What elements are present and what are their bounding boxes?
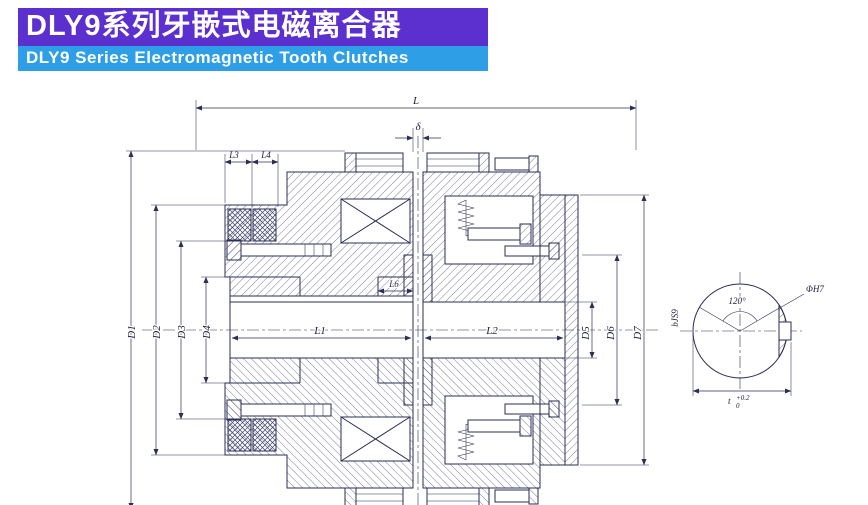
dim-label-D6: D6 (605, 326, 617, 341)
dim-label-D4: D4 (201, 325, 213, 340)
detail-angle-label: 120° (728, 296, 746, 306)
dim-label-delta: δ (415, 121, 421, 133)
page-subtitle: DLY9 Series Electromagnetic Tooth Clutch… (18, 46, 488, 71)
dim-label-D3: D3 (176, 325, 188, 340)
detail-tol-upper: +0.2 (736, 394, 750, 402)
detail-bore-fit-label: ΦH7 (806, 284, 824, 294)
dim-label-D1: D1 (126, 325, 138, 339)
dimension-L: L (195, 94, 637, 150)
detail-tol-lower: 0 (736, 402, 740, 410)
dim-label-L1: L1 (313, 325, 326, 337)
centerlines (142, 136, 660, 505)
clutch-upper-half (224, 152, 566, 303)
dimension-L3-L4: L3 L4 (224, 149, 279, 207)
header: DLY9系列牙嵌式电磁离合器 DLY9 Series Electromagnet… (18, 8, 488, 71)
left-diameter-dimensions: D1 D2 D3 D4 (125, 150, 345, 505)
dimension-L2: L2 (424, 324, 564, 341)
dim-label-D2: D2 (151, 325, 163, 340)
shaft-bore (229, 295, 566, 359)
dim-label-L6: L6 (388, 279, 399, 289)
page-title: DLY9系列牙嵌式电磁离合器 (18, 8, 488, 46)
keyway-detail-view: 120° ΦH7 bJS9 t +0.2 0 (669, 272, 825, 410)
dim-label-L4: L4 (260, 150, 271, 160)
dim-label-L3: L3 (228, 150, 239, 160)
dimension-air-gap: δ (395, 120, 441, 152)
dimension-L6: L6 (377, 278, 414, 294)
dim-label-L: L (412, 95, 419, 107)
dim-label-D7: D7 (632, 326, 644, 341)
detail-key-width-label: bJS9 (670, 309, 680, 327)
dim-label-L2: L2 (485, 325, 498, 337)
detail-key-depth-label: t (728, 396, 731, 406)
right-diameter-dimensions: D5 D6 D7 (566, 194, 649, 466)
dim-label-D5: D5 (580, 326, 592, 341)
dimension-L1: L1 (231, 324, 412, 341)
